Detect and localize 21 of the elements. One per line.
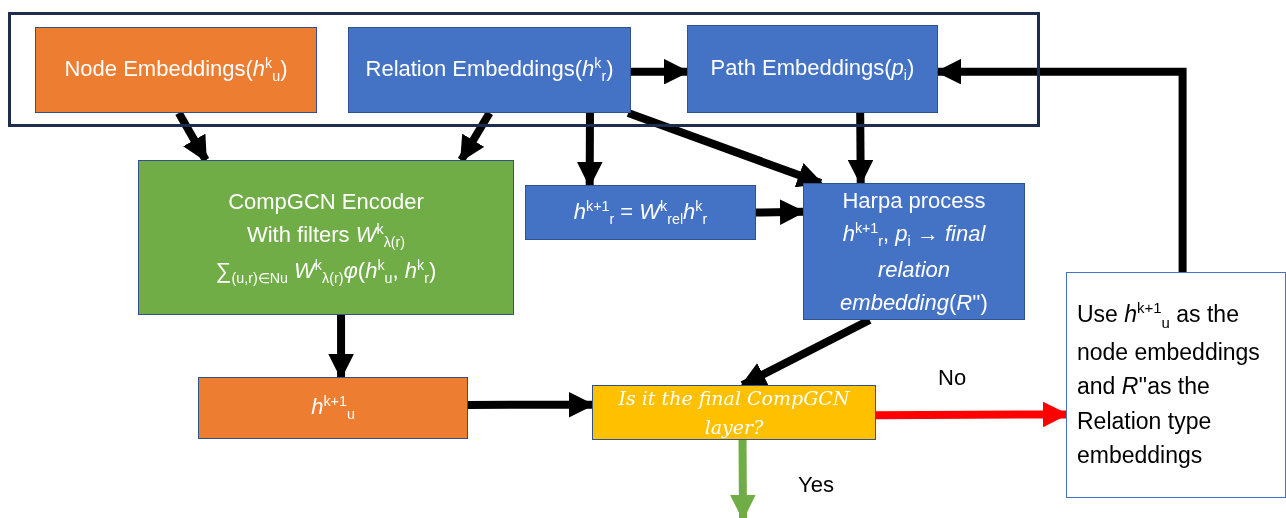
- node-text: Is it the final CompGCN layer?: [617, 386, 851, 440]
- node-text: h$^{k+1}$$_{r}$, p$_{i}$ → final relation embedding(R''): [839, 218, 989, 317]
- decision-box: [592, 385, 876, 440]
- process-box: [525, 185, 756, 240]
- arrow: [730, 439, 756, 518]
- process-box: [348, 27, 631, 113]
- node-text: Path Embeddings(p$_{i}$): [710, 54, 915, 86]
- node-text: CompGCN Encoder: [228, 188, 424, 217]
- node-text: Harpa process: [842, 187, 986, 216]
- arrow: [626, 109, 824, 188]
- node-text: ∑$_{(u,r)∈Nu}$ W$^{k}$$_{λ(r)}$φ(h$^{k}$$_{u}$, h$^{k}$$_{r}$): [215, 255, 437, 289]
- node-text: Node Embeddings(h$^{k}$$_{u}$): [64, 53, 288, 87]
- process-box: [198, 377, 468, 439]
- note-box: [1066, 272, 1286, 498]
- process-box: [138, 160, 514, 315]
- process-box: [687, 25, 938, 113]
- node-text: Relation Embeddings(h$^{k}$$_{r}$): [365, 53, 614, 87]
- process-box: [803, 183, 1025, 320]
- node-text: Use h$^{k+1}$$_{u}$ as the node embeddings and R''as the Relation type embeddings: [1077, 298, 1261, 470]
- process-box: [35, 27, 317, 113]
- group-frame: [8, 12, 1040, 127]
